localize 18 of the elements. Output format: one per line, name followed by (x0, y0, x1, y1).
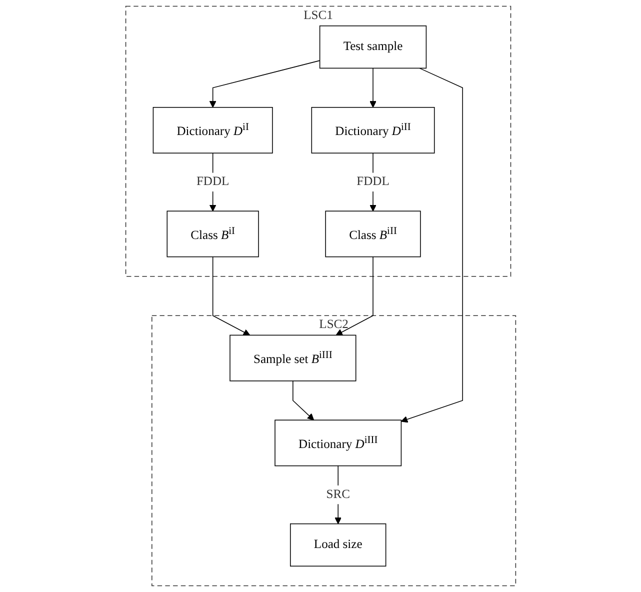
node-box: Dictionary D$^{iIII}$ (274, 420, 402, 466)
arrow (334, 465, 342, 524)
node-box: Dictionary D$^{iI}$ (152, 106, 273, 154)
arrow (292, 380, 314, 420)
arrow (400, 68, 463, 423)
node-box: Test sample (319, 25, 426, 69)
node-box: Dictionary D$^{iII}$ (311, 106, 435, 154)
node-box: Load size (290, 523, 386, 567)
arrow (209, 60, 320, 108)
edge-label: SRC (326, 488, 350, 502)
edge-label: FDDL (356, 175, 390, 188)
edge-label: FDDL (196, 175, 229, 188)
node-box: Sample set B$^{iIII}$ (229, 334, 356, 382)
arrow (212, 256, 250, 336)
arrow (369, 68, 376, 108)
node-box: Class B$^{iII}$ (324, 210, 421, 258)
arrow (336, 256, 374, 336)
node-box: Class B$^{iI}$ (166, 210, 259, 258)
